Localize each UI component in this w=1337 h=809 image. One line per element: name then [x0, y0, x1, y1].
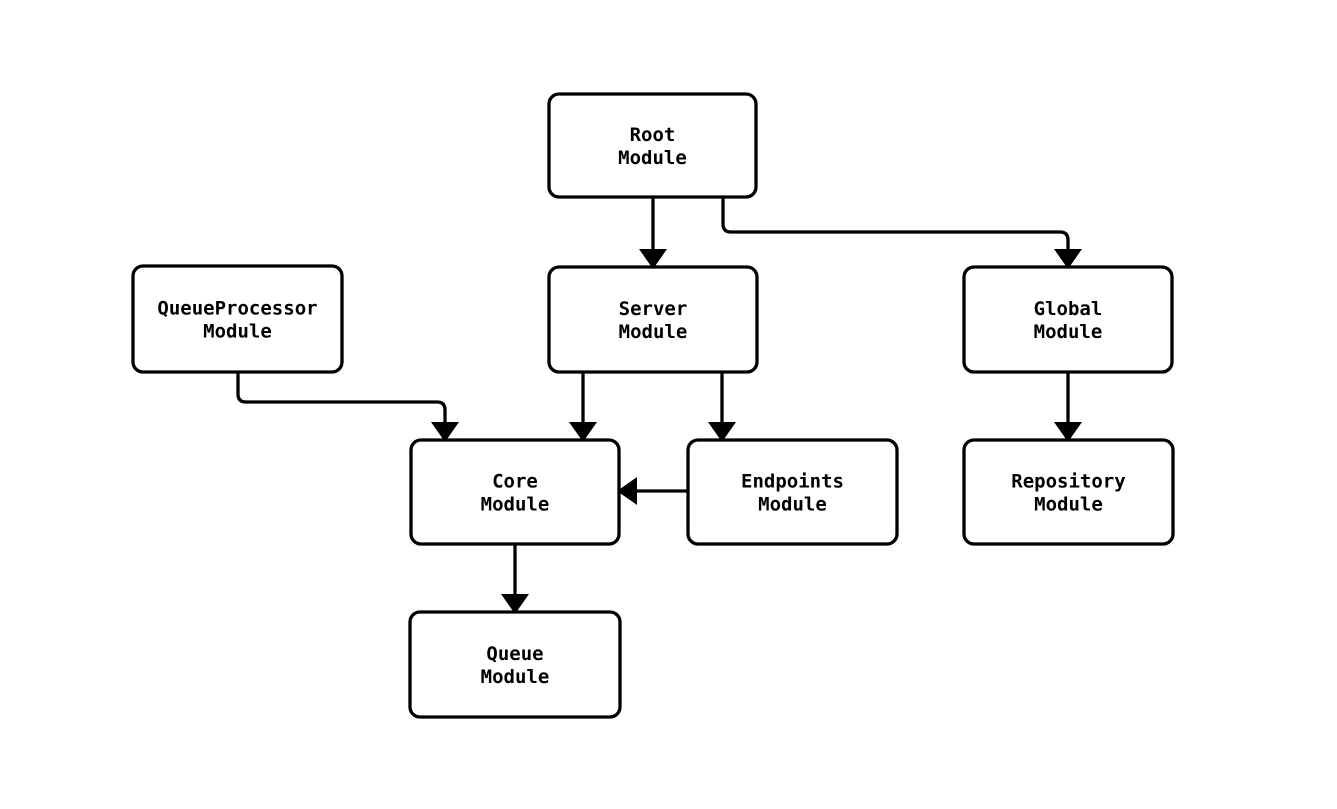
- node-repository-label-line2: Module: [1034, 494, 1103, 516]
- node-queue-box: [408, 610, 622, 719]
- edge-root-to-global: [721, 197, 1082, 269]
- node-queueprocessor-label-line2: Module: [203, 321, 272, 343]
- node-server-box: [547, 265, 759, 374]
- node-global-label-line1: Global: [1034, 298, 1103, 320]
- node-global-box: [962, 265, 1174, 374]
- node-repository-box: [962, 438, 1175, 546]
- node-root-box: [547, 92, 758, 199]
- node-root-label-line1: Root: [630, 124, 676, 146]
- node-core-label-line2: Module: [481, 494, 550, 516]
- node-queue-label-line2: Module: [481, 666, 550, 688]
- node-endpoints-label-line2: Module: [758, 494, 827, 516]
- node-server-label-line1: Server: [619, 298, 688, 320]
- node-endpoints-box: [686, 438, 899, 546]
- node-core-box: [409, 438, 621, 546]
- node-repository-label-line1: Repository: [1011, 471, 1125, 493]
- node-root-label-line2: Module: [618, 147, 687, 169]
- edge-queueprocessor-to-core: [236, 372, 459, 442]
- node-queue-label-line1: Queue: [486, 643, 543, 665]
- node-queueprocessor-label-line1: QueueProcessor: [157, 298, 317, 320]
- node-endpoints-label-line1: Endpoints: [741, 471, 844, 493]
- node-global-label-line2: Module: [1034, 321, 1103, 343]
- node-core-label-line1: Core: [492, 471, 538, 493]
- node-queueprocessor-box: [131, 264, 344, 374]
- node-server-label-line2: Module: [619, 321, 688, 343]
